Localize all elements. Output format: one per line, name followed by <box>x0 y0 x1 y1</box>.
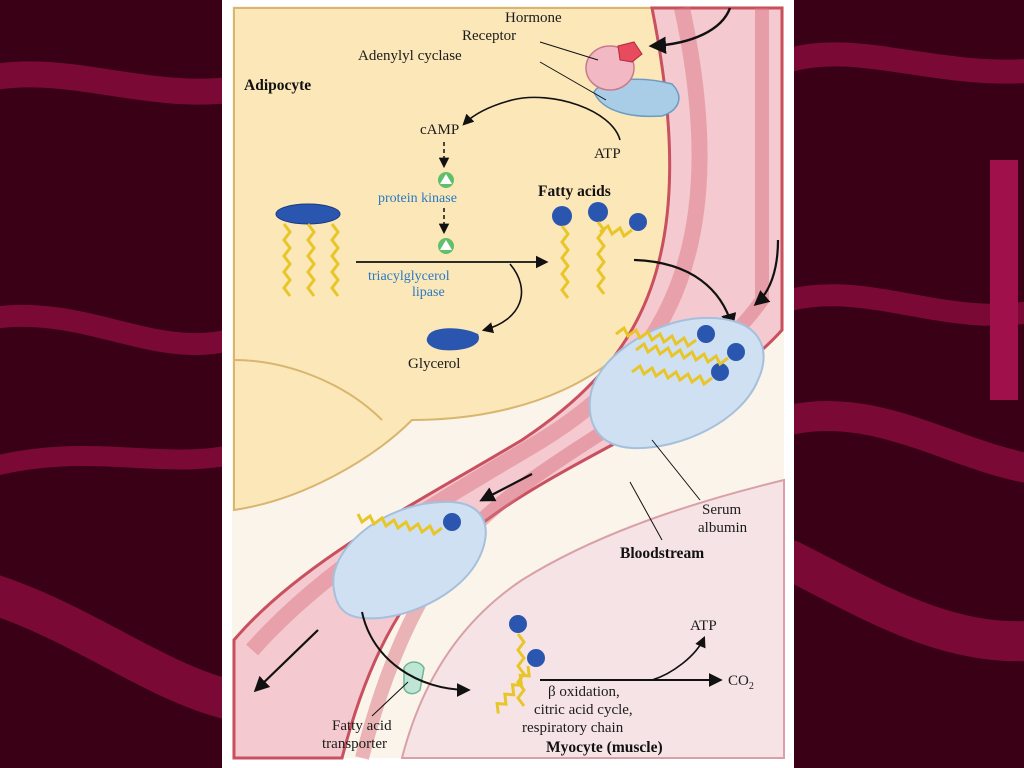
glycerol-release-arrow <box>481 263 523 334</box>
camp-label: cAMP <box>420 122 459 138</box>
figure-panel: Hormone Receptor Adenylyl cyclase Adipoc… <box>222 0 794 768</box>
hormone-arrow <box>648 7 732 55</box>
decorative-stripes <box>0 42 1024 720</box>
blood-flow-arrow-top <box>753 239 780 307</box>
protein-kinase-triangle-icon <box>440 174 452 184</box>
beta-oxidation-label-2: citric acid cycle, <box>534 702 633 718</box>
adenylyl-cyclase-leader <box>539 61 607 101</box>
beta-oxidation-label-1: β oxidation, <box>548 684 620 700</box>
serum-albumin-upper <box>588 316 765 450</box>
serum-albumin-lower <box>332 500 487 620</box>
triacylglycerol-molecule <box>275 203 341 297</box>
myocyte-label: Myocyte (muscle) <box>546 739 663 756</box>
atp-production-arrow <box>651 635 706 681</box>
hormone-label: Hormone <box>505 10 562 26</box>
adenylyl-cyclase-label: Adenylyl cyclase <box>358 48 462 64</box>
bloodstream-label: Bloodstream <box>620 545 704 562</box>
bloodstream-leader <box>629 481 663 541</box>
co2-label: CO2 <box>728 673 754 692</box>
receptor-label: Receptor <box>462 28 516 44</box>
atp-bottom-label: ATP <box>690 618 717 634</box>
glycerol-label: Glycerol <box>408 356 460 372</box>
adjacent-cell-edge <box>233 359 383 421</box>
serum-albumin-label-2: albumin <box>698 520 748 536</box>
atp-top-label: ATP <box>594 146 621 162</box>
glycerol-molecule <box>426 328 480 351</box>
lipolysis-diagram: Hormone Receptor Adenylyl cyclase Adipoc… <box>232 6 785 760</box>
fatty-acids-to-blood-arrow <box>633 258 737 329</box>
serum-albumin-leader-1 <box>651 439 701 501</box>
transporter-label-2: transporter <box>322 736 387 752</box>
tag-lipase-label-1: triacylglycerol <box>368 269 450 284</box>
myocyte-cell <box>400 478 785 759</box>
myocyte-fatty-acids <box>495 615 545 714</box>
atp-to-camp-arrow <box>462 96 621 141</box>
receptor-leader <box>539 41 599 61</box>
albumin-to-myocyte-arrow <box>361 611 471 697</box>
blood-flow-arrow-middle <box>479 473 533 502</box>
lipase-activation-triangle-icon <box>440 240 452 250</box>
adipocyte-label: Adipocyte <box>244 77 311 94</box>
beta-oxidation-label-3: respiratory chain <box>522 720 624 736</box>
fatty-acids-label: Fatty acids <box>538 183 611 200</box>
hormone-shape <box>617 41 643 63</box>
blood-flow-arrow-lower <box>253 629 319 693</box>
transporter-label-1: Fatty acid <box>332 718 392 734</box>
fatty-acids-molecules <box>552 202 647 299</box>
serum-albumin-label-1: Serum <box>702 502 741 518</box>
tag-lipase-label-2: lipase <box>412 285 445 300</box>
transporter-leader <box>371 681 409 717</box>
accent-bar <box>990 160 1018 400</box>
protein-kinase-label: protein kinase <box>378 191 457 206</box>
